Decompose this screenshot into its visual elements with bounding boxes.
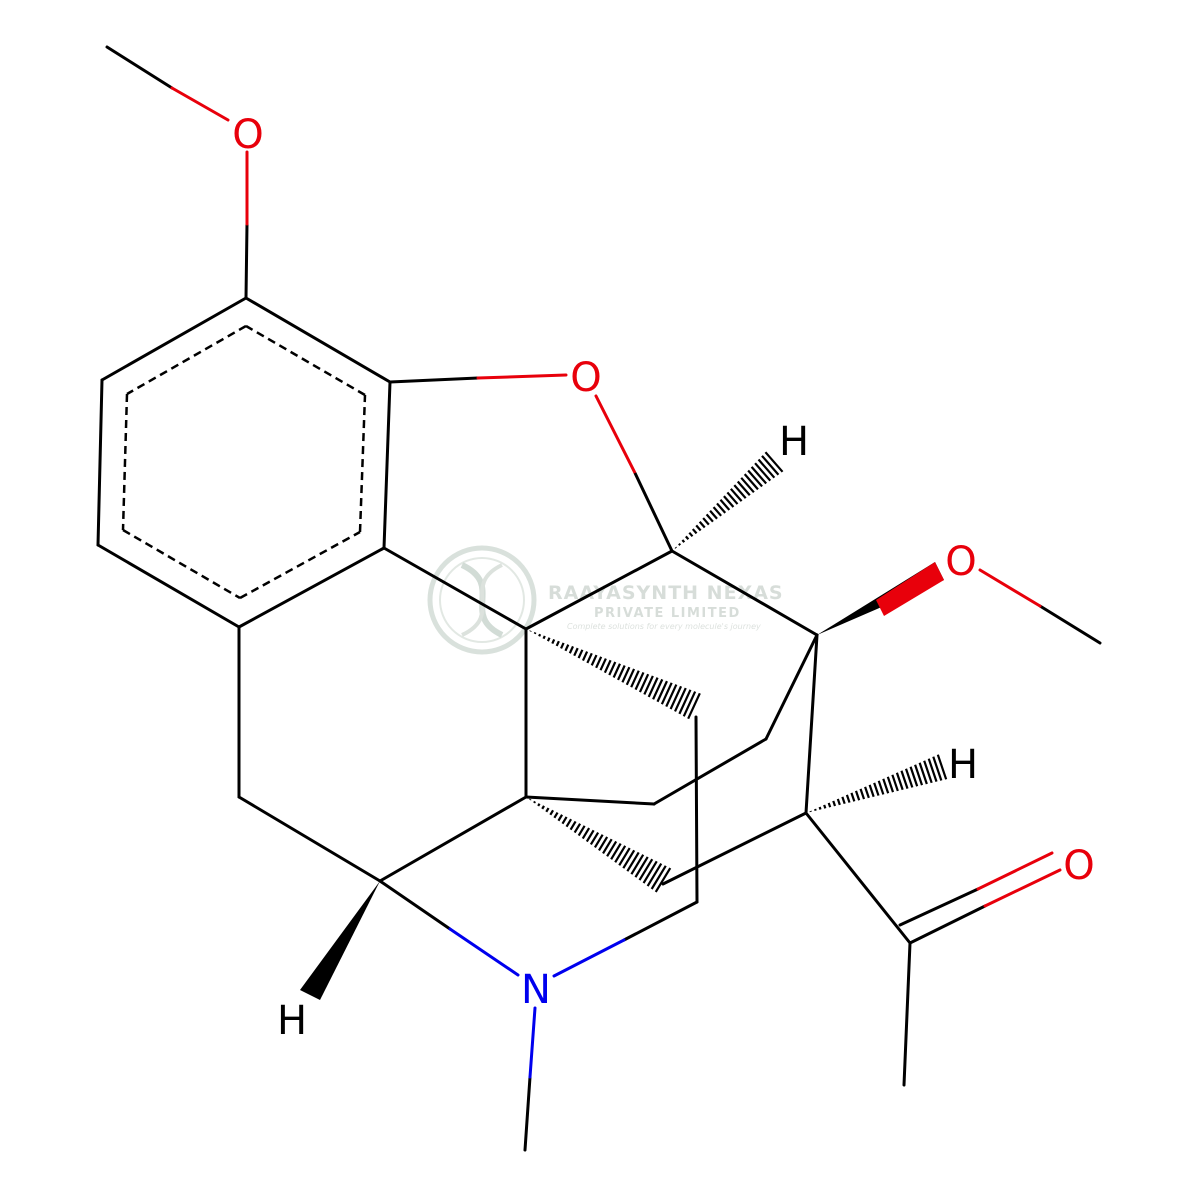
bonds <box>96 45 1102 1152</box>
bond-ring <box>96 378 104 547</box>
bond <box>523 1075 532 1152</box>
bond <box>983 868 1062 908</box>
nitrogen-bonds <box>448 927 626 1079</box>
bond <box>378 879 452 931</box>
hashed-bonds <box>529 451 948 893</box>
hash-bond-upper <box>529 630 701 720</box>
bond <box>978 568 1042 608</box>
bond <box>1038 604 1102 645</box>
watermark-tagline: Complete solutions for every molecule's … <box>567 622 761 631</box>
bond <box>622 900 699 942</box>
atom-o-methoxy-right: O <box>945 539 976 585</box>
bond <box>670 549 819 637</box>
bond <box>105 45 174 90</box>
bond <box>661 811 808 886</box>
atom-o-carbonyl: O <box>1063 843 1094 889</box>
atom-n-amine: N <box>521 967 551 1013</box>
bond <box>524 549 674 631</box>
bond <box>594 394 637 475</box>
bond <box>902 941 912 1087</box>
bond <box>804 633 819 815</box>
bond-ring <box>244 296 392 384</box>
watermark: RAAYASYNTH NEXAS PRIVATE LIMITED Complet… <box>427 545 784 655</box>
bond <box>170 86 230 122</box>
bond <box>244 222 249 300</box>
bond-ring <box>382 380 392 550</box>
bond <box>448 927 520 977</box>
bond <box>476 373 568 380</box>
hash-bond-h-right <box>809 754 948 813</box>
bond <box>898 887 980 927</box>
oxygen-bonds <box>170 86 1062 908</box>
bond <box>378 795 528 883</box>
wedge-bond-methoxy-red <box>876 562 944 616</box>
atom-h-top: H <box>779 419 809 465</box>
hash-bond-h-top <box>674 451 784 549</box>
atom-h-bottom: H <box>277 998 307 1044</box>
bond <box>528 1006 537 1079</box>
watermark-subtitle: PRIVATE LIMITED <box>594 606 741 621</box>
bond-ring <box>100 296 248 382</box>
bond <box>764 633 819 741</box>
bond-ring <box>96 543 241 629</box>
dna-helix-icon <box>427 545 537 655</box>
atom-o-bridge: O <box>570 355 601 401</box>
bond <box>908 904 987 945</box>
atom-h-right: H <box>948 742 978 788</box>
atom-o-methoxy-top: O <box>232 112 263 158</box>
bond <box>388 376 480 384</box>
wedge-bond-h-bottom <box>300 881 380 1000</box>
bond <box>524 795 656 806</box>
aromatic-ring-inner <box>121 324 367 600</box>
bond <box>382 546 528 631</box>
watermark-company: RAAYASYNTH NEXAS <box>548 582 784 604</box>
bond <box>976 851 1054 891</box>
hash-bond-lower <box>529 798 672 893</box>
bond <box>804 811 912 945</box>
atom-labels: O O H O H O N H <box>232 112 1094 1044</box>
bond <box>237 795 382 883</box>
bond <box>552 938 626 978</box>
bond <box>652 737 768 806</box>
bond <box>694 715 699 904</box>
bond-ring <box>237 546 386 629</box>
bond <box>633 472 674 552</box>
